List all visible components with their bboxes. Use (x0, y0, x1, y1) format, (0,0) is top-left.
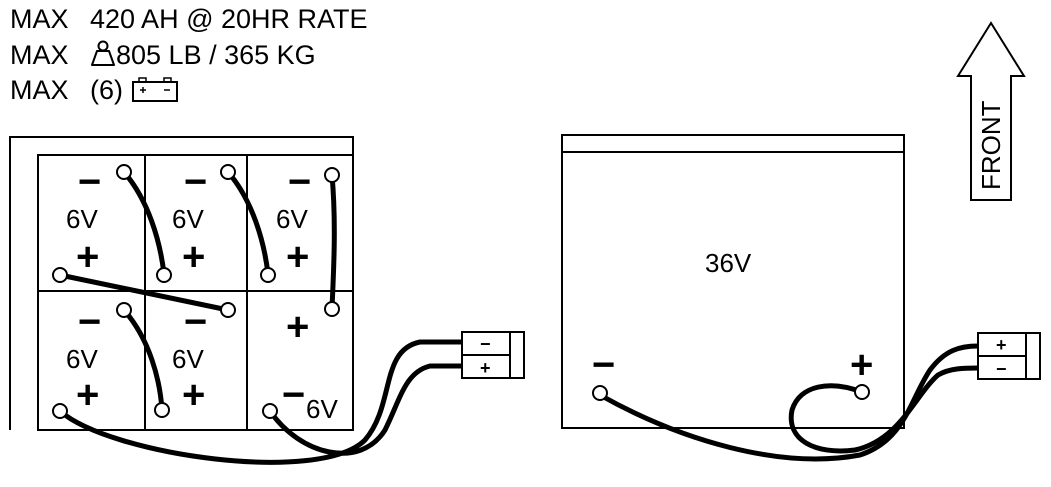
battery-cell-5: − 6V + (172, 300, 207, 417)
max-label: MAX (10, 75, 69, 105)
up-arrow-icon (956, 21, 1026, 201)
positive-terminal-label: + (76, 235, 99, 279)
cell-jumpers (57, 169, 337, 413)
negative-terminal-label: − (78, 300, 101, 344)
positive-terminal-label: + (286, 305, 309, 349)
connector-top-label: + (996, 335, 1007, 355)
negative-terminal-label: − (184, 160, 207, 204)
positive-terminal-label: + (76, 373, 99, 417)
spec-capacity: MAX 420 AH @ 20HR RATE (10, 4, 368, 34)
pack-leads (597, 343, 981, 462)
battery-cell-4: − 6V + (66, 300, 101, 417)
jumper-terminals (52, 164, 340, 418)
weight-value: 805 LB / 365 KG (116, 40, 316, 70)
connector-bottom-label: + (480, 358, 491, 378)
spec-weight: MAX 805 LB / 365 KG (10, 40, 316, 70)
spec-count: MAX (6) (10, 75, 179, 105)
battery-icon (131, 77, 178, 102)
count-value: (6) (90, 75, 123, 105)
battery-cell-3: − 6V + (276, 160, 311, 279)
cell-voltage: 6V (66, 344, 98, 374)
connector-bottom-label: − (996, 359, 1007, 379)
front-label: FRONT (976, 100, 1006, 190)
positive-terminal-label: + (286, 235, 309, 279)
cell-voltage: 6V (306, 394, 338, 424)
positive-terminal-label: + (182, 235, 205, 279)
weight-icon (91, 40, 115, 66)
battery-cell-6: + − 6V (282, 305, 338, 424)
pack-positive-post (854, 384, 870, 400)
battery-cell-1: − 6V + (66, 160, 101, 279)
cell-voltage: 6V (172, 344, 204, 374)
connector-top-label: − (480, 334, 491, 354)
tray-leads (57, 339, 465, 465)
connector-right: + − (977, 332, 1041, 380)
negative-terminal-label: − (184, 300, 207, 344)
max-label: MAX (10, 4, 69, 34)
cell-voltage: 6V (276, 204, 308, 234)
max-label: MAX (10, 40, 69, 70)
negative-terminal-label: − (282, 373, 305, 417)
pack-negative-label: − (592, 343, 615, 387)
cell-voltage: 6V (172, 204, 204, 234)
tray-positive-post (262, 403, 278, 419)
capacity-value: 420 AH @ 20HR RATE (90, 4, 368, 34)
battery-pack: 36V − + (561, 134, 905, 429)
positive-terminal-label: + (182, 373, 205, 417)
pack-positive-label: + (850, 343, 873, 387)
pack-negative-post (592, 385, 608, 401)
cell-voltage: 6V (66, 204, 98, 234)
front-arrow: FRONT (956, 21, 1026, 201)
connector-left: − + (461, 331, 525, 379)
negative-terminal-label: − (78, 160, 101, 204)
tray-negative-post (52, 403, 68, 419)
negative-terminal-label: − (288, 160, 311, 204)
battery-cell-2: − 6V + (172, 160, 207, 279)
pack-voltage: 36V (705, 248, 752, 278)
